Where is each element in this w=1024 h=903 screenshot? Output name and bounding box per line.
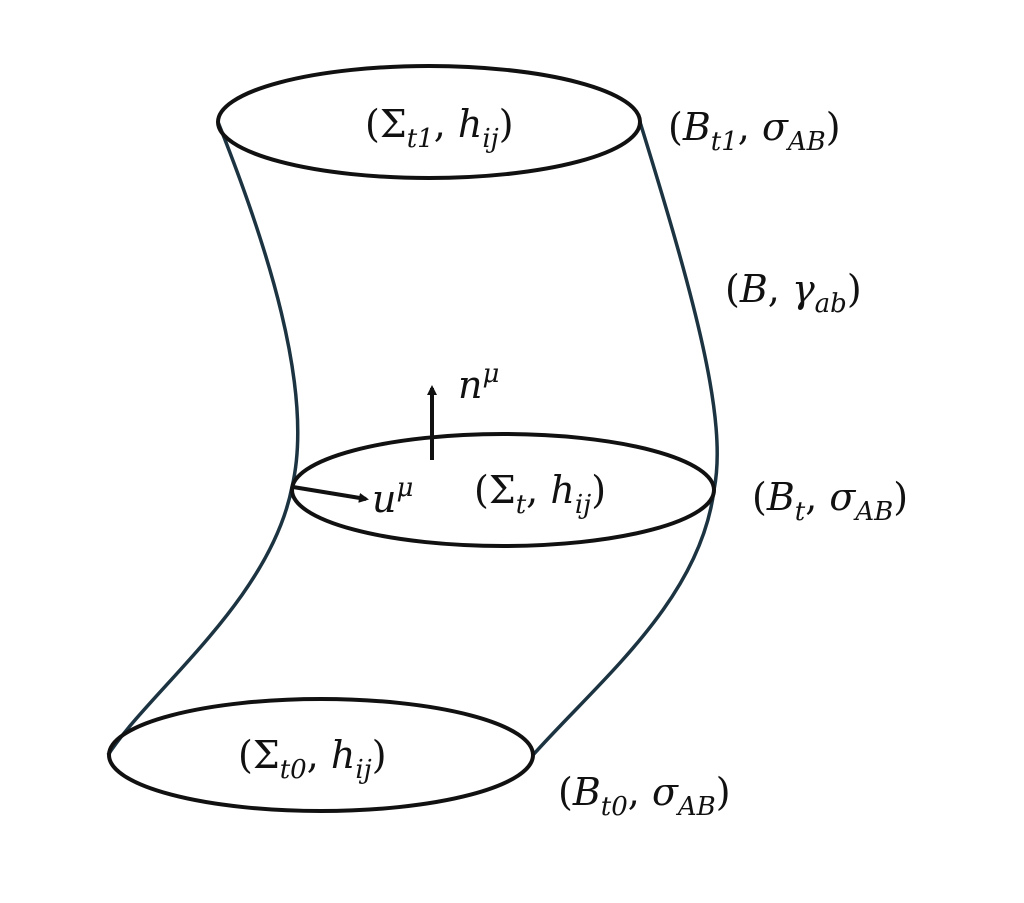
right-boundary-curve <box>531 121 719 757</box>
label-boundary-t0: (Bt0, σAB) <box>558 770 731 822</box>
label-normal-vector: nμ <box>458 359 499 407</box>
slice-t1-ellipse <box>216 64 642 180</box>
label-boundary-t: (Bt, σAB) <box>752 475 908 527</box>
label-boundary: (B, γab) <box>725 267 862 319</box>
label-sigma-t: (Σt, hij) <box>474 468 606 520</box>
left-boundary-curve <box>106 121 300 756</box>
velocity-vector-arrow <box>292 485 369 503</box>
slice-t-ellipse <box>290 432 716 548</box>
label-boundary-t1: (Bt1, σAB) <box>668 105 841 157</box>
label-sigma-t0: (Σt0, hij) <box>238 733 387 785</box>
label-velocity-vector: uμ <box>372 473 413 521</box>
slice-t0-ellipse <box>107 697 535 813</box>
label-sigma-t1: (Σt1, hij) <box>365 102 514 154</box>
